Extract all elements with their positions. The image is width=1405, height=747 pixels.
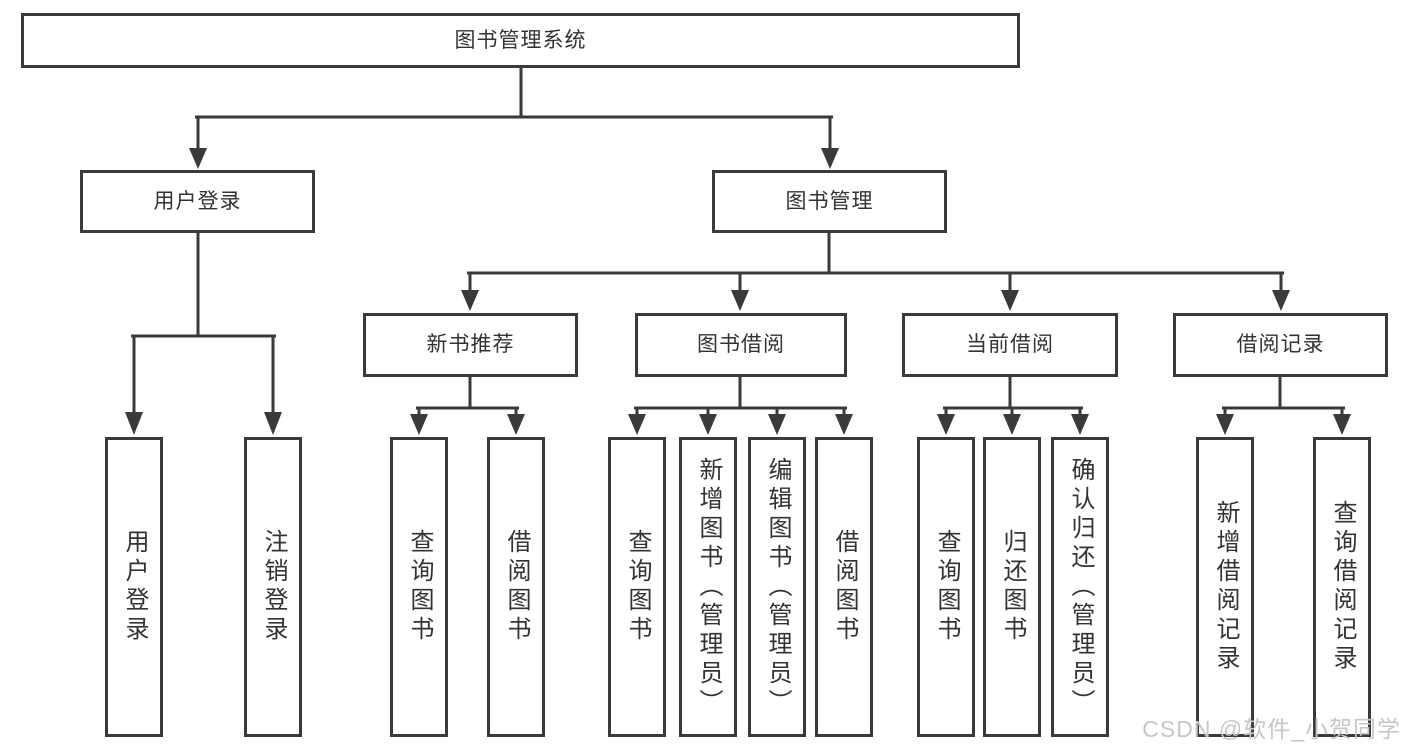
arrow-leaf: [507, 408, 525, 435]
node-user-login: 用户登录: [80, 170, 315, 233]
node-label: 归还图书: [999, 529, 1026, 645]
arrow-leaf: [937, 408, 955, 435]
node-label: 确认归还（管理员）: [1067, 456, 1094, 718]
arrow-leaf: [1003, 408, 1021, 435]
arrow-leaf: [628, 408, 646, 435]
leaf-borrow-book: 借阅图书: [487, 437, 545, 737]
leaf-query-book: 查询图书: [390, 437, 448, 737]
node-new-book-recommend: 新书推荐: [363, 313, 578, 377]
node-label: 当前借阅: [966, 333, 1054, 357]
borrow-record-branch-line: [1222, 375, 1345, 410]
leaf-add-borrow-record: 新增借阅记录: [1196, 437, 1254, 737]
arrow-leaf: [835, 408, 853, 435]
node-label: 用户登录: [121, 529, 148, 645]
arrow-to-current-borrow: [1001, 273, 1019, 311]
node-label: 图书借阅: [697, 333, 785, 357]
leaf-borrow-book: 借阅图书: [815, 437, 873, 737]
arrow-to-leaf-login: [125, 336, 143, 435]
arrow-leaf: [1333, 408, 1351, 435]
node-label: 查询图书: [933, 529, 960, 645]
node-current-borrow: 当前借阅: [902, 313, 1118, 377]
node-label: 查询借阅记录: [1329, 500, 1356, 674]
node-root-system: 图书管理系统: [21, 13, 1020, 68]
leaf-return-book: 归还图书: [983, 437, 1041, 737]
node-label: 借阅图书: [831, 529, 858, 645]
root-branch-line: [195, 64, 833, 119]
leaf-query-borrow-record: 查询借阅记录: [1313, 437, 1371, 737]
csdn-watermark: CSDN @软件_小贺同学: [1142, 716, 1401, 742]
user-login-branch-line: [131, 231, 276, 338]
node-book-borrow: 图书借阅: [635, 313, 847, 377]
node-label: 新增图书（管理员）: [695, 456, 722, 718]
leaf-edit-book-admin: 编辑图书（管理员）: [748, 437, 806, 737]
arrow-leaf: [1071, 408, 1089, 435]
arrow-to-leaf-logout: [264, 336, 282, 435]
current-borrow-branch-line: [943, 375, 1083, 410]
leaf-user-login: 用户登录: [105, 437, 163, 737]
node-label: 查询图书: [624, 529, 651, 645]
node-label: 新增借阅记录: [1212, 500, 1239, 674]
arrow-to-borrow-record: [1272, 273, 1290, 311]
arrow-leaf: [1216, 408, 1234, 435]
book-borrow-branch-line: [634, 375, 847, 410]
node-label: 编辑图书（管理员）: [764, 456, 791, 718]
arrow-to-new-book: [461, 273, 479, 311]
arrow-leaf: [699, 408, 717, 435]
node-label: 注销登录: [260, 529, 287, 645]
arrow-leaf: [410, 408, 428, 435]
node-label: 图书管理系统: [454, 28, 587, 52]
arrow-leaf: [768, 408, 786, 435]
arrow-to-book-borrow: [731, 273, 749, 311]
node-borrow-record: 借阅记录: [1173, 313, 1388, 377]
new-book-branch-line: [416, 375, 519, 410]
arrow-to-book-management: [821, 117, 839, 169]
leaf-add-book-admin: 新增图书（管理员）: [679, 437, 737, 737]
node-label: 查询图书: [406, 529, 433, 645]
node-label: 新书推荐: [426, 333, 515, 357]
node-book-management: 图书管理: [712, 170, 947, 233]
node-label: 借阅记录: [1236, 333, 1325, 357]
leaf-confirm-return-admin: 确认归还（管理员）: [1051, 437, 1109, 737]
leaf-query-book: 查询图书: [917, 437, 975, 737]
arrow-to-user-login: [189, 117, 207, 169]
leaf-query-book: 查询图书: [608, 437, 666, 737]
book-management-branch-line: [467, 231, 1284, 275]
leaf-logout: 注销登录: [244, 437, 302, 737]
node-label: 借阅图书: [503, 529, 530, 645]
node-label: 图书管理: [785, 189, 874, 213]
node-label: 用户登录: [153, 189, 242, 213]
